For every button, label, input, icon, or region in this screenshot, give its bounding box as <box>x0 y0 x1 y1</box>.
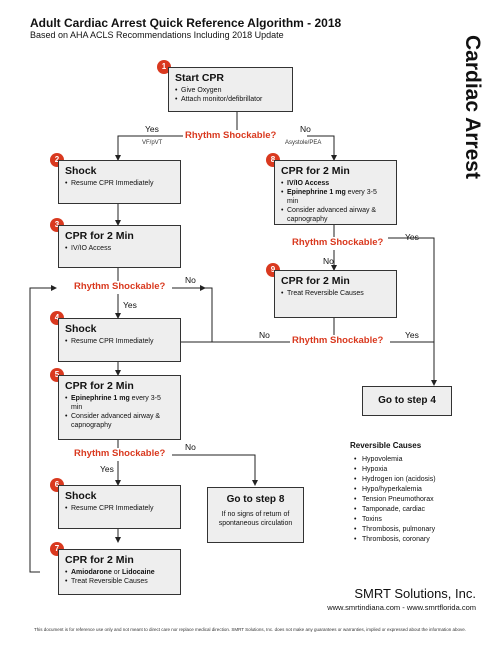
step-item: Consider advanced airway & capnography <box>281 206 390 224</box>
vf-pvt-label: VF/pVT <box>142 140 163 146</box>
step-item: Resume CPR Immediately <box>65 179 174 188</box>
step-title: Start CPR <box>175 72 225 84</box>
drug-dose-interval: every 3-5 min <box>71 395 161 411</box>
decision-rhythm-shockable-1: Rhythm Shockable? <box>183 130 279 141</box>
goto-step-8-note: If no signs of return of spontaneous cir… <box>218 511 293 527</box>
drug-name: Lidocaine <box>121 569 155 576</box>
yes-label: Yes <box>405 232 419 242</box>
step-item: IV/IO Access <box>65 244 174 253</box>
list-item: Hypoxia <box>354 465 436 475</box>
step-shock-box-6: Shock Resume CPR Immediately <box>58 485 181 529</box>
list-item: Thrombosis, coronary <box>354 535 436 545</box>
decision-rhythm-shockable-2: Rhythm Shockable? <box>72 281 168 292</box>
drug-name: Epinephrine 1 mg <box>71 395 130 402</box>
step-item: Consider advanced airway & capnography <box>65 412 174 430</box>
no-label: No <box>259 330 270 340</box>
list-item: Hydrogen ion (acidosis) <box>354 475 436 485</box>
step-title: Shock <box>65 165 97 177</box>
goto-step-8-box: Go to step 8 If no signs of return of sp… <box>207 487 304 543</box>
drug-or: or <box>111 569 122 576</box>
step-cpr-box-5: CPR for 2 Min Epinephrine 1 mg every 3-5… <box>58 375 181 440</box>
drug-dose-interval: every 3-5 min <box>287 189 377 205</box>
step-item: IV/IO Access <box>281 179 390 188</box>
brand-websites: www.smrtindiana.com - www.smrtflorida.co… <box>327 603 476 612</box>
no-label: No <box>185 442 196 452</box>
step-cpr-box-7: CPR for 2 Min Amiodarone or Lidocaine Tr… <box>58 549 181 595</box>
page-subtitle: Based on AHA ACLS Recommendations Includ… <box>30 30 284 40</box>
step-title: Shock <box>65 323 97 335</box>
no-label: No <box>185 275 196 285</box>
decision-rhythm-shockable-3: Rhythm Shockable? <box>72 448 168 459</box>
asystole-pea-label: Asystole/PEA <box>285 140 322 146</box>
drug-name: Epinephrine 1 mg <box>287 189 346 196</box>
decision-rhythm-shockable-4: Rhythm Shockable? <box>290 237 386 248</box>
step-item: Treat Reversible Causes <box>65 577 174 586</box>
step-title: CPR for 2 Min <box>281 165 350 177</box>
step-item: Attach monitor/defibrillator <box>175 95 286 104</box>
decision-rhythm-shockable-5: Rhythm Shockable? <box>290 335 386 346</box>
step-title: CPR for 2 Min <box>65 554 134 566</box>
goto-step-4-label: Go to step 4 <box>378 395 436 406</box>
yes-label: Yes <box>405 330 419 340</box>
list-item: Tamponade, cardiac <box>354 505 436 515</box>
step-title: CPR for 2 Min <box>281 275 350 287</box>
step-item: Give Oxygen <box>175 86 286 95</box>
brand-name: SMRT Solutions, Inc. <box>354 586 476 601</box>
step-item-bold: IV/IO Access <box>287 180 330 187</box>
list-item: Toxins <box>354 515 436 525</box>
step-item: Treat Reversible Causes <box>281 289 390 298</box>
step-start-cpr-box: Start CPR Give Oxygen Attach monitor/def… <box>168 67 293 112</box>
goto-step-4-box: Go to step 4 <box>362 386 452 416</box>
step-cpr-box-3: CPR for 2 Min IV/IO Access <box>58 225 181 268</box>
step-title: Shock <box>65 490 97 502</box>
disclaimer: This document is for reference use only … <box>33 627 467 632</box>
step-number-badge: 1 <box>157 60 171 74</box>
yes-label: Yes <box>123 300 137 310</box>
list-item: Tension Pneumothorax <box>354 495 436 505</box>
step-cpr-box-8: CPR for 2 Min IV/IO Access Epinephrine 1… <box>274 160 397 225</box>
step-item: Epinephrine 1 mg every 3-5 min <box>65 394 174 412</box>
step-title: CPR for 2 Min <box>65 230 134 242</box>
goto-step-8-label: Go to step 8 <box>226 494 285 505</box>
page-title: Adult Cardiac Arrest Quick Reference Alg… <box>30 16 342 30</box>
reversible-causes-title: Reversible Causes <box>350 441 422 450</box>
step-item: Resume CPR Immediately <box>65 337 174 346</box>
side-title-text: Cardiac Arrest <box>461 35 484 179</box>
step-item: Epinephrine 1 mg every 3-5 min <box>281 188 390 206</box>
list-item: Hypovolemia <box>354 455 436 465</box>
yes-label: Yes <box>100 464 114 474</box>
step-item: Amiodarone or Lidocaine <box>65 568 174 577</box>
list-item: Thrombosis, pulmonary <box>354 525 436 535</box>
step-cpr-box-9: CPR for 2 Min Treat Reversible Causes <box>274 270 397 318</box>
step-shock-box-2: Shock Resume CPR Immediately <box>58 160 181 204</box>
step-item: Resume CPR Immediately <box>65 504 174 513</box>
no-label: No <box>300 124 311 134</box>
reversible-causes-list: Hypovolemia Hypoxia Hydrogen ion (acidos… <box>354 455 436 545</box>
step-shock-box-4: Shock Resume CPR Immediately <box>58 318 181 362</box>
no-label: No <box>323 256 334 266</box>
list-item: Hypo/hyperkalemia <box>354 485 436 495</box>
side-title: Cardiac Arrest <box>461 35 484 179</box>
step-title: CPR for 2 Min <box>65 380 134 392</box>
drug-name: Amiodarone <box>71 569 112 576</box>
yes-label: Yes <box>145 124 159 134</box>
